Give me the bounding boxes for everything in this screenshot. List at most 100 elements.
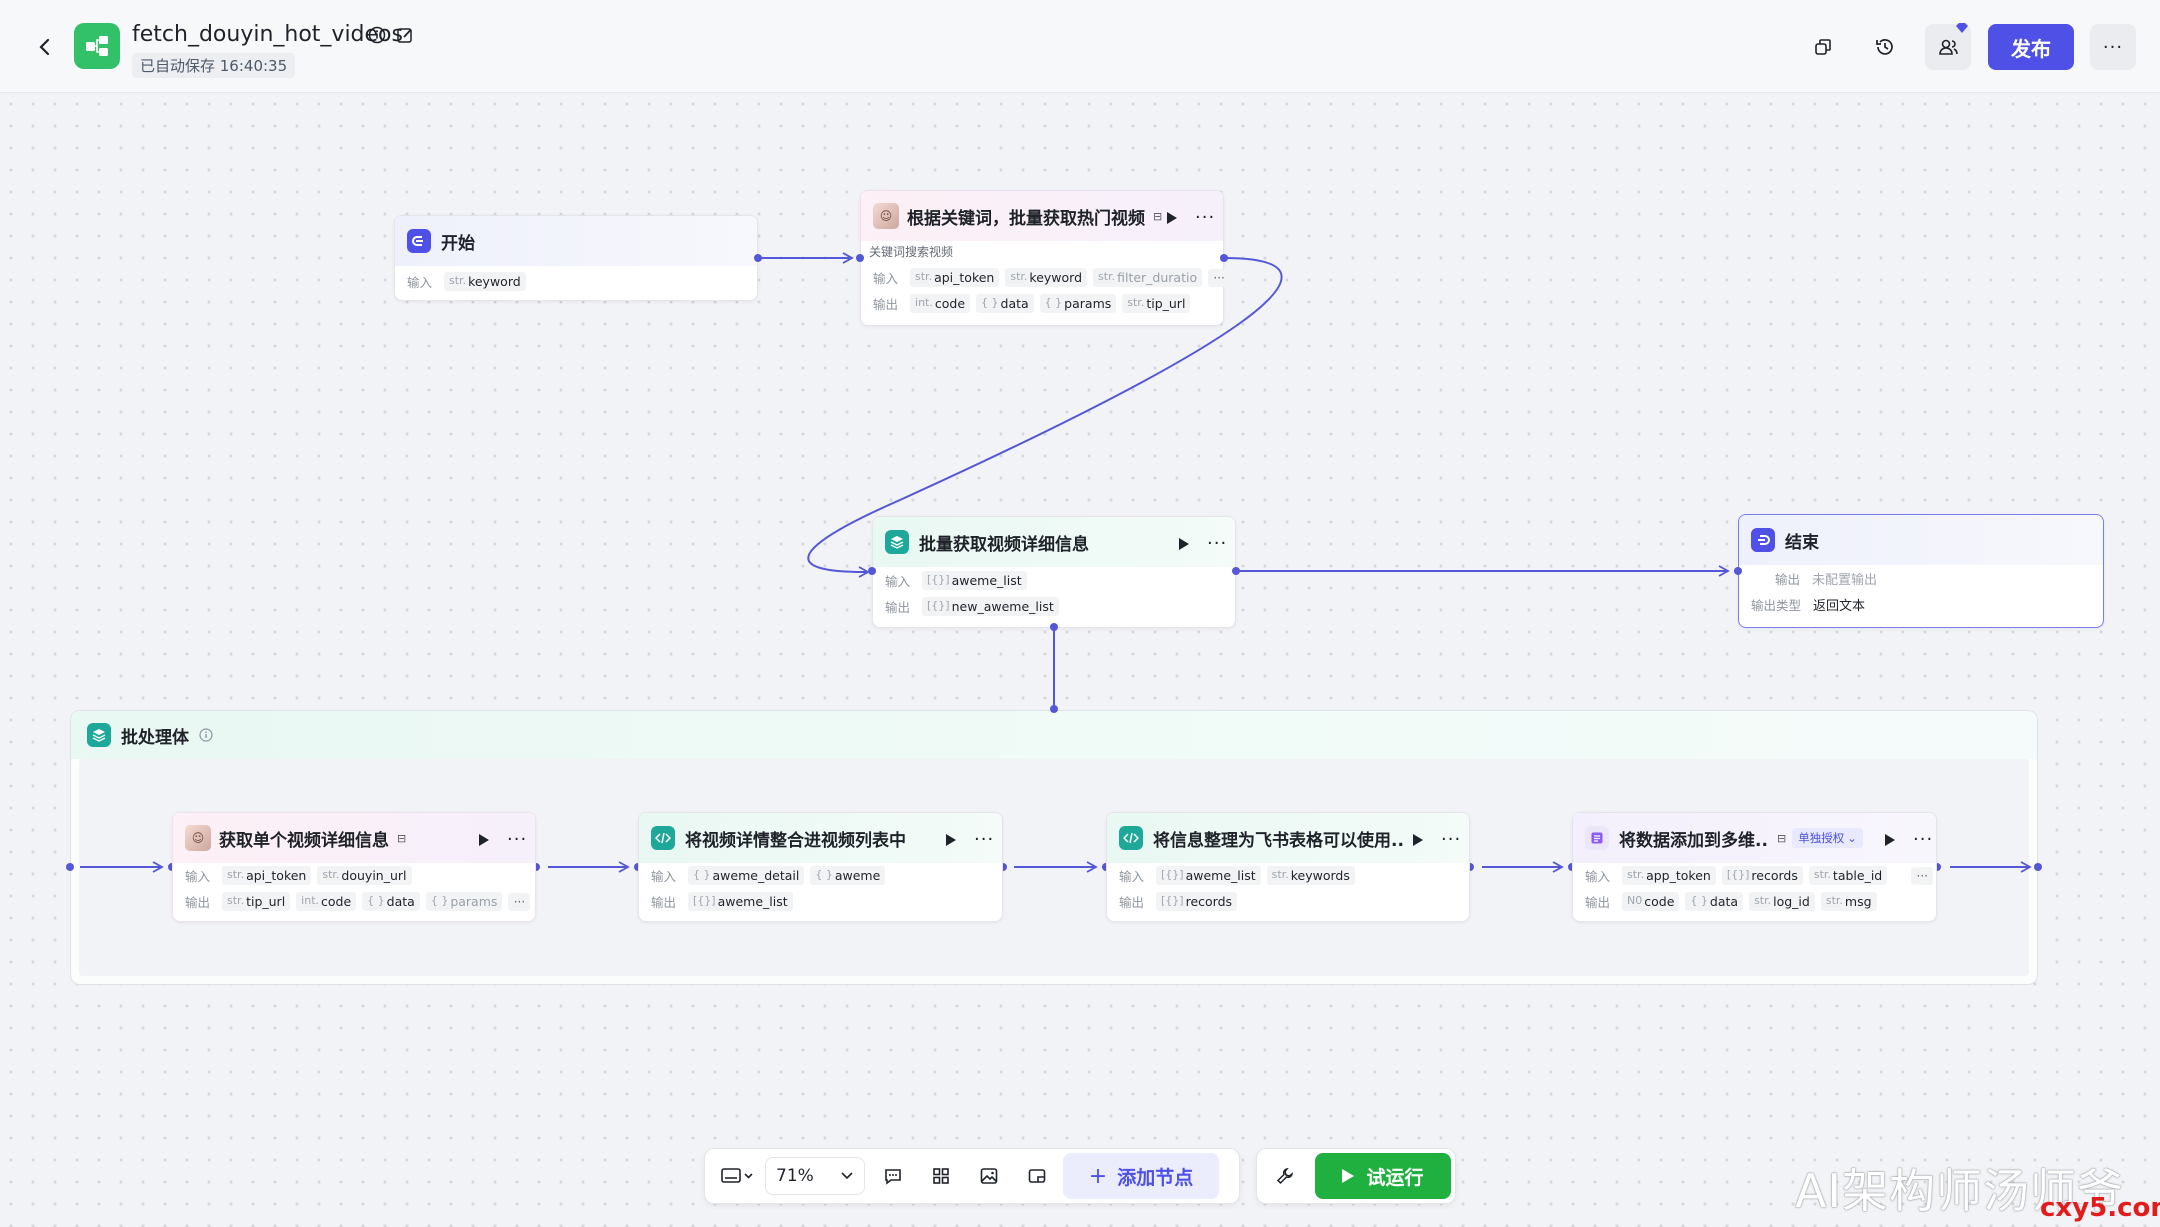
run-node-icon[interactable] bbox=[1413, 833, 1423, 846]
output-label: 输出 bbox=[651, 895, 677, 910]
node-more-icon[interactable]: ··· bbox=[1195, 207, 1216, 228]
node-title: 将信息整理为飞书表格可以使用... bbox=[1153, 830, 1405, 851]
output-label: 输出 bbox=[185, 895, 211, 910]
node-more-icon[interactable]: ··· bbox=[1441, 829, 1462, 850]
avatar-icon: ☺ bbox=[185, 825, 211, 851]
input-label: 输入 bbox=[407, 275, 433, 290]
input-tag: { }aweme_detail bbox=[688, 866, 805, 885]
history-button[interactable] bbox=[1862, 24, 1908, 70]
input-tag: str.keyword bbox=[1005, 268, 1088, 287]
avatar-icon: ☺ bbox=[873, 203, 899, 229]
plugin-icon: ⊟ bbox=[1153, 209, 1163, 223]
publish-button[interactable]: 发布 bbox=[1988, 24, 2074, 70]
info-icon[interactable] bbox=[199, 728, 213, 742]
minimap-button[interactable] bbox=[1017, 1156, 1057, 1196]
output-tag: { }params bbox=[425, 892, 503, 911]
comment-icon bbox=[885, 1169, 901, 1185]
input-tag: str.api_token bbox=[222, 866, 312, 885]
start-node[interactable]: 开始 输入 str.keyword bbox=[394, 215, 758, 301]
code-icon bbox=[1119, 826, 1143, 850]
end-node[interactable]: 结束 输出 未配置输出 输出类型 返回文本 bbox=[1738, 514, 2104, 628]
run-node-icon[interactable] bbox=[479, 833, 489, 846]
input-label: 输入 bbox=[873, 271, 899, 286]
node-title: 获取单个视频详细信息 bbox=[219, 830, 389, 851]
canvas-toolbar: 71% + 添加节点 bbox=[704, 1148, 1240, 1204]
more-params-icon[interactable]: ··· bbox=[508, 892, 531, 911]
output-tag: str.log_id bbox=[1749, 892, 1815, 911]
edit-icon[interactable] bbox=[396, 26, 414, 48]
input-tag: [{}]records bbox=[1721, 866, 1803, 885]
touchpad-icon bbox=[721, 1168, 753, 1183]
output-tag: [{}]records bbox=[1156, 892, 1238, 911]
node-title: 批量获取视频详细信息 bbox=[919, 534, 1089, 555]
output-tag: int.code bbox=[910, 294, 971, 313]
more-params-icon[interactable]: ··· bbox=[1208, 268, 1231, 287]
autosave-status: 已自动保存 16:40:35 bbox=[132, 53, 296, 78]
run-node-icon[interactable] bbox=[946, 833, 956, 846]
export-image-button[interactable] bbox=[969, 1156, 1009, 1196]
search-videos-node[interactable]: ☺ 根据关键词，批量获取热门视频 ⊟ ··· 关键词搜索视频 输入 str.ap… bbox=[860, 190, 1231, 326]
copy-button[interactable] bbox=[1800, 24, 1846, 70]
more-params-icon[interactable]: ··· bbox=[1911, 866, 1934, 885]
node-more-icon[interactable]: ··· bbox=[507, 829, 528, 850]
body-node-add-bitable[interactable]: 将数据添加到多维... ⊟ 单独授权⌄ ··· 输入 str.app_token… bbox=[1572, 812, 1937, 922]
info-icon[interactable] bbox=[368, 26, 386, 48]
output-tag: [{}]new_aweme_list bbox=[922, 597, 1059, 616]
output-tag: { }data bbox=[1685, 892, 1744, 911]
output-value: 未配置输出 bbox=[1812, 573, 1878, 588]
more-menu-button[interactable]: ··· bbox=[2090, 24, 2136, 70]
end-icon bbox=[1751, 528, 1775, 552]
node-more-icon[interactable]: ··· bbox=[1913, 829, 1934, 850]
body-node-fetch-detail[interactable]: ☺ 获取单个视频详细信息 ⊟ ··· 输入 str.api_token str.… bbox=[172, 812, 536, 922]
batch-body-title: 批处理体 bbox=[121, 727, 189, 748]
input-label: 输入 bbox=[185, 869, 211, 884]
grid-icon bbox=[933, 1168, 949, 1184]
body-node-merge-list[interactable]: 将视频详情整合进视频列表中 ··· 输入 { }aweme_detail { }… bbox=[638, 812, 1003, 922]
interaction-mode-button[interactable] bbox=[713, 1156, 761, 1196]
users-icon bbox=[1939, 39, 1958, 55]
batch-fetch-node[interactable]: 批量获取视频详细信息 ··· 输入 [{}]aweme_list 输出 [{}]… bbox=[872, 516, 1236, 628]
input-tag: str.keywords bbox=[1266, 866, 1355, 885]
output-tag: { }data bbox=[362, 892, 420, 911]
auth-badge[interactable]: 单独授权⌄ bbox=[1792, 828, 1863, 848]
start-icon bbox=[407, 229, 431, 253]
input-tag: [{}]aweme_list bbox=[922, 571, 1027, 590]
debug-settings-button[interactable] bbox=[1265, 1156, 1305, 1196]
output-tag: [{}]aweme_list bbox=[688, 892, 793, 911]
output-tag: int.code bbox=[296, 892, 357, 911]
top-header: fetch_douyin_hot_videos 已自动保存 16:40:35 发… bbox=[0, 0, 2160, 93]
input-label: 输入 bbox=[1585, 869, 1611, 884]
input-tag: str.api_token bbox=[910, 268, 1000, 287]
auto-layout-button[interactable] bbox=[921, 1156, 961, 1196]
node-more-icon[interactable]: ··· bbox=[974, 829, 995, 850]
output-label: 输出 bbox=[1775, 572, 1801, 587]
input-label: 输入 bbox=[1119, 869, 1145, 884]
run-toolbar: 试运行 bbox=[1256, 1148, 1456, 1204]
test-run-button[interactable]: 试运行 bbox=[1315, 1153, 1451, 1199]
code-icon bbox=[651, 826, 675, 850]
node-title: 结束 bbox=[1785, 532, 1819, 553]
add-node-button[interactable]: + 添加节点 bbox=[1063, 1153, 1219, 1199]
play-icon bbox=[1342, 1169, 1355, 1183]
back-button[interactable] bbox=[30, 30, 60, 64]
body-node-format-feishu[interactable]: 将信息整理为飞书表格可以使用... ··· 输入 [{}]aweme_list … bbox=[1106, 812, 1470, 922]
input-label: 输入 bbox=[885, 574, 911, 589]
collaborators-button[interactable] bbox=[1925, 23, 1971, 70]
output-label: 输出 bbox=[873, 297, 899, 312]
output-label: 输出 bbox=[1119, 895, 1145, 910]
comment-button[interactable] bbox=[873, 1156, 913, 1196]
zoom-select[interactable]: 71% bbox=[765, 1157, 865, 1195]
wrench-icon bbox=[1276, 1167, 1294, 1185]
diamond-badge-icon bbox=[1956, 23, 1968, 33]
run-node-icon[interactable] bbox=[1167, 211, 1177, 224]
node-more-icon[interactable]: ··· bbox=[1207, 533, 1228, 554]
output-label: 输出 bbox=[1585, 895, 1611, 910]
node-title: 将数据添加到多维... bbox=[1619, 830, 1769, 851]
run-node-icon[interactable] bbox=[1179, 537, 1189, 550]
run-node-icon[interactable] bbox=[1885, 833, 1895, 846]
node-title: 将视频详情整合进视频列表中 bbox=[685, 830, 906, 851]
image-icon bbox=[980, 1168, 998, 1184]
input-tag: str.app_token bbox=[1622, 866, 1716, 885]
output-type-label: 输出类型 bbox=[1751, 598, 1802, 613]
chevron-left-icon bbox=[39, 38, 50, 56]
